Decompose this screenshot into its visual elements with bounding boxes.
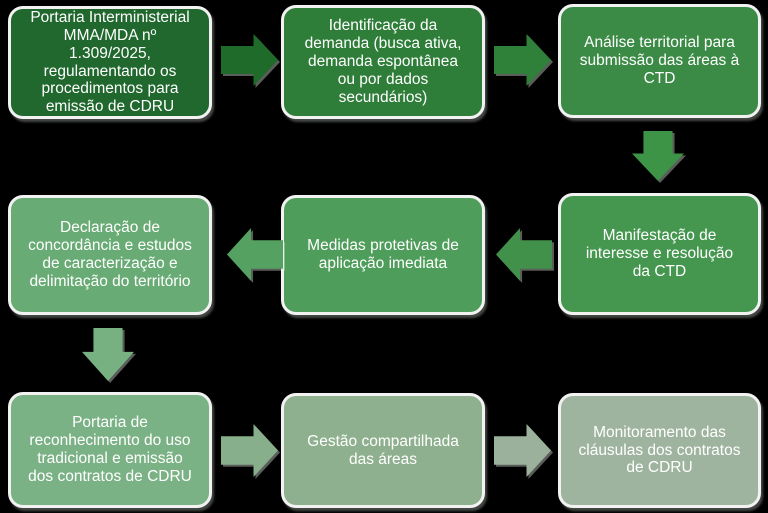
arrow-step8-to-step9 bbox=[494, 424, 551, 477]
flow-step-1: Portaria Interministerial MMA/MDA nº 1.3… bbox=[8, 6, 212, 119]
flow-step-5: Medidas protetivas de aplicação imediata bbox=[281, 195, 485, 315]
right-arrow-icon bbox=[494, 424, 551, 477]
flow-step-3-label: Análise territorial para submissão das á… bbox=[579, 34, 740, 87]
arrow-step3-to-step4 bbox=[632, 131, 684, 181]
arrow-step2-to-step3 bbox=[494, 34, 551, 86]
flow-step-3: Análise territorial para submissão das á… bbox=[558, 4, 761, 118]
arrow-step6-to-step7 bbox=[82, 328, 134, 381]
flow-step-1-label: Portaria Interministerial MMA/MDA nº 1.3… bbox=[30, 9, 190, 116]
right-arrow-icon bbox=[494, 34, 551, 86]
flow-step-8: Gestão compartilhada das áreas bbox=[281, 393, 485, 508]
down-arrow-icon bbox=[82, 328, 134, 381]
flow-step-7: Portaria de reconhecimento do uso tradic… bbox=[8, 392, 212, 508]
arrow-step4-to-step5 bbox=[496, 228, 552, 281]
flow-step-5-label: Medidas protetivas de aplicação imediata bbox=[307, 237, 459, 272]
flow-step-9-label: Monitoramento das cláusulas dos contrato… bbox=[578, 423, 741, 477]
flow-step-4: Manifestação de interesse e resolução da… bbox=[558, 193, 761, 315]
down-arrow-icon bbox=[632, 131, 684, 181]
right-arrow-icon bbox=[221, 424, 278, 477]
flow-step-6-label: Declaração de concordância e estudos de … bbox=[28, 219, 192, 290]
left-arrow-icon bbox=[227, 228, 283, 281]
arrow-step1-to-step2 bbox=[221, 34, 278, 86]
flow-step-6: Declaração de concordância e estudos de … bbox=[8, 195, 212, 315]
flow-step-2: Identificação da demanda (busca ativa, d… bbox=[281, 5, 485, 119]
right-arrow-icon bbox=[221, 34, 278, 86]
arrow-step7-to-step8 bbox=[221, 424, 278, 477]
flow-step-7-label: Portaria de reconhecimento do uso tradic… bbox=[28, 414, 192, 485]
flow-step-2-label: Identificação da demanda (busca ativa, d… bbox=[304, 17, 462, 106]
flow-step-8-label: Gestão compartilhada das áreas bbox=[307, 432, 459, 468]
left-arrow-icon bbox=[496, 228, 552, 281]
flow-step-4-label: Manifestação de interesse e resolução da… bbox=[585, 227, 734, 280]
arrow-step5-to-step6 bbox=[227, 228, 283, 281]
flow-step-9: Monitoramento das cláusulas dos contrato… bbox=[558, 393, 761, 508]
